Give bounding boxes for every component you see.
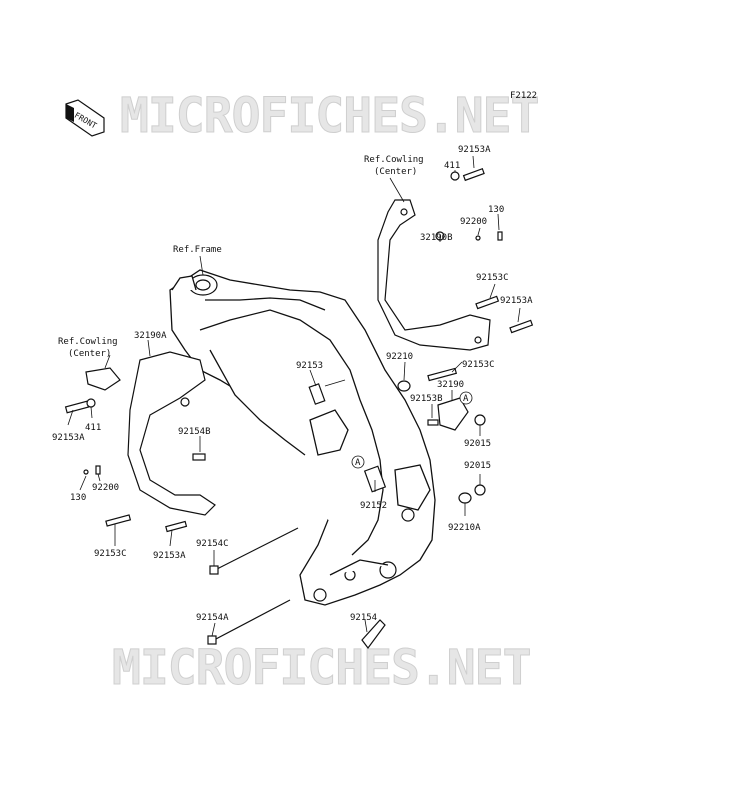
part-label-92200-right: 92200	[460, 217, 487, 227]
part-label-92152: 92152	[360, 501, 387, 511]
ref-cowling-right-sublabel: (Center)	[374, 167, 417, 177]
bracket-32190	[437, 397, 469, 431]
front-arrow-icon: FRONT	[65, 99, 105, 137]
leader-lines	[67, 155, 521, 637]
svg-text:A: A	[355, 458, 361, 468]
part-label-92153a-left-2: 92153A	[153, 551, 186, 561]
frame-assembly	[169, 269, 436, 606]
part-label-92210: 92210	[386, 352, 413, 362]
part-label-92153a-right: 92153A	[458, 145, 491, 155]
diagram-code: F2122	[510, 91, 537, 101]
part-label-92154c: 92154C	[196, 539, 229, 549]
part-label-32190: 32190	[437, 380, 464, 390]
part-label-92153a-left: 92153A	[52, 433, 85, 443]
watermark-top: MICROFICHES.NET	[120, 88, 538, 144]
part-label-130-right: 130	[488, 205, 504, 215]
part-label-92153a-right-2: 92153A	[500, 296, 533, 306]
part-label-92015-2: 92015	[464, 461, 491, 471]
part-label-92153c-left: 92153C	[94, 549, 127, 559]
ref-cowling-left-label: Ref.Cowling	[58, 337, 118, 347]
bracket-32190a	[85, 351, 216, 516]
callout-a-marker: A	[351, 455, 365, 469]
ref-cowling-right-label: Ref.Cowling	[364, 155, 424, 165]
part-label-32190a: 32190A	[134, 331, 167, 341]
part-label-92015-1: 92015	[464, 439, 491, 449]
part-label-92153c-right-2: 92153C	[462, 360, 495, 370]
ref-frame-label: Ref.Frame	[173, 245, 222, 255]
svg-text:A: A	[463, 394, 469, 404]
watermark-bottom: MICROFICHES.NET	[112, 640, 530, 696]
part-label-92153b: 92153B	[410, 394, 443, 404]
part-label-130-left: 130	[70, 493, 86, 503]
ref-cowling-left-sublabel: (Center)	[68, 349, 111, 359]
part-label-411-left: 411	[85, 423, 101, 433]
part-label-32190b: 32190B	[420, 233, 453, 243]
part-label-92153: 92153	[296, 361, 323, 371]
part-label-92154a: 92154A	[196, 613, 229, 623]
part-label-92153c-right: 92153C	[476, 273, 509, 283]
part-label-92154b: 92154B	[178, 427, 211, 437]
part-label-92200-left: 92200	[92, 483, 119, 493]
part-label-92210a: 92210A	[448, 523, 481, 533]
part-label-92154: 92154	[350, 613, 377, 623]
callout-a-marker: A	[459, 391, 473, 405]
part-label-411-right: 411	[444, 161, 460, 171]
